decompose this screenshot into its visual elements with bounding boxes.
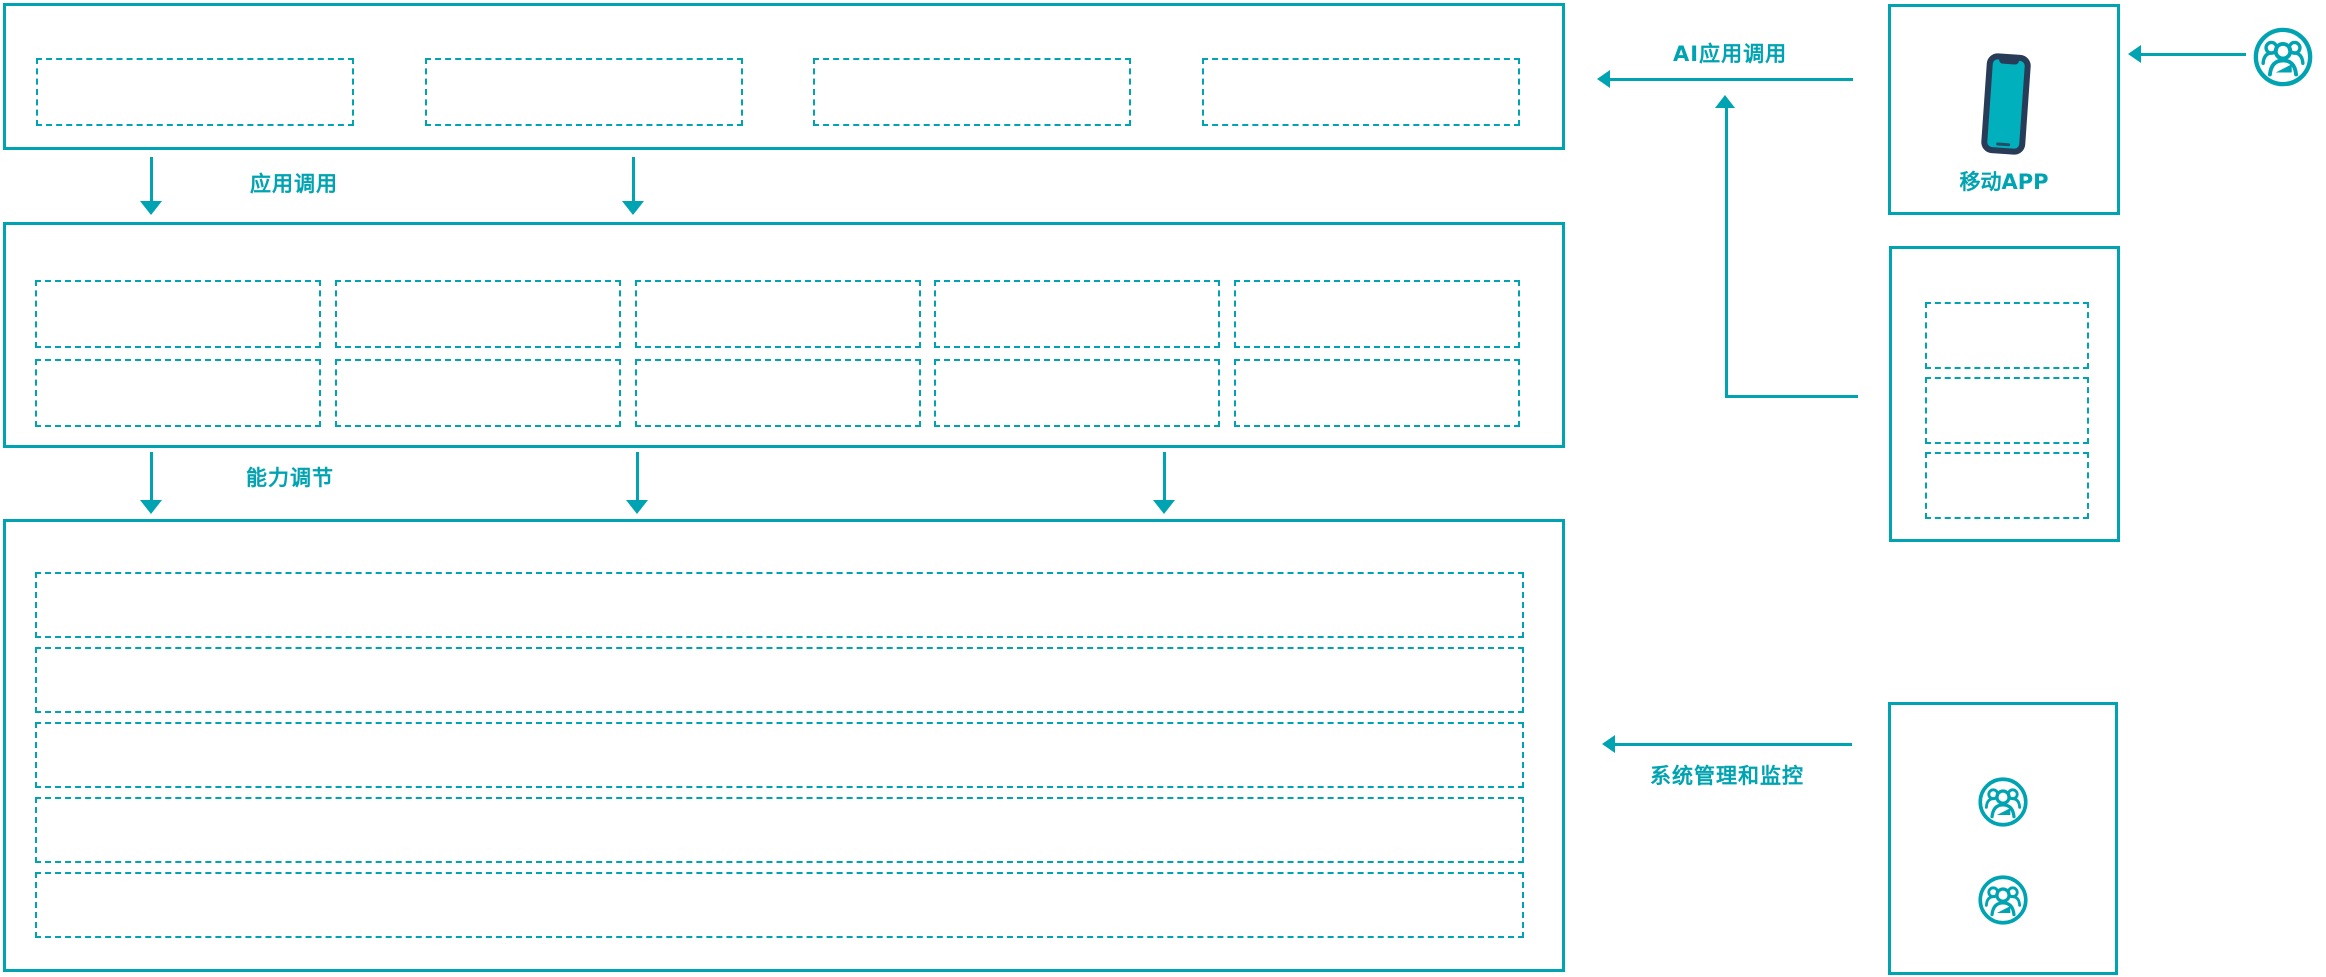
capability-arrow-line-3 <box>1163 452 1166 500</box>
platform-slot <box>1925 377 2089 444</box>
ai-app-call-arrowhead <box>1597 70 1610 88</box>
platform-connector-vertical <box>1725 107 1728 397</box>
app-call-arrowhead-1 <box>140 201 162 215</box>
top-layer-slot <box>424 58 743 126</box>
top-layer-slot <box>1202 58 1521 126</box>
middle-grid-slot <box>934 359 1221 427</box>
bottom-layer-row-slot <box>35 722 1524 788</box>
platform-slot <box>1925 452 2089 519</box>
bottom-layer-row-slot <box>35 572 1524 638</box>
ai-app-call-arrow-line <box>1610 78 1853 81</box>
platform-up-arrowhead <box>1715 95 1735 108</box>
bottom-layer-row-slot <box>35 797 1524 863</box>
platform-connector-horizontal <box>1725 395 1858 398</box>
capability-adjust-label: 能力调节 <box>246 466 334 490</box>
middle-grid-slot <box>634 280 921 348</box>
app-call-arrowhead-2 <box>622 201 644 215</box>
capability-arrowhead-2 <box>626 500 648 514</box>
user-to-app-arrow-line <box>2141 53 2246 56</box>
user-to-app-arrowhead <box>2128 45 2141 63</box>
capability-arrow-line-1 <box>150 452 153 500</box>
admin-panel <box>1888 702 2118 975</box>
app-call-arrow-line-1 <box>150 157 153 201</box>
middle-grid-slot <box>334 280 621 348</box>
middle-grid-slot <box>35 359 321 427</box>
system-monitor-arrow-line <box>1615 743 1852 746</box>
capability-arrow-line-2 <box>636 452 639 500</box>
user-group-icon <box>1977 874 2029 926</box>
bottom-layer-row-slot <box>35 647 1524 713</box>
middle-grid-slot <box>1234 280 1520 348</box>
bottom-layer-row-slot <box>35 872 1524 938</box>
system-monitor-arrowhead <box>1602 735 1615 753</box>
user-group-icon <box>2252 26 2314 88</box>
system-monitor-label: 系统管理和监控 <box>1650 764 1804 788</box>
mobile-app-label: 移动APP <box>1959 170 2049 194</box>
ai-app-call-label: AI应用调用 <box>1673 42 1788 66</box>
capability-arrowhead-1 <box>140 500 162 514</box>
capability-arrowhead-3 <box>1153 500 1175 514</box>
middle-grid-slot <box>1234 359 1520 427</box>
middle-grid-slot <box>934 280 1221 348</box>
middle-grid-slot <box>35 280 321 348</box>
top-layer-slot <box>36 58 354 126</box>
user-group-icon <box>1977 776 2029 828</box>
app-call-arrow-line-2 <box>632 157 635 201</box>
top-layer-slot <box>813 58 1132 126</box>
app-call-label: 应用调用 <box>250 172 338 196</box>
smartphone-icon <box>1972 48 2040 160</box>
platform-slot <box>1925 302 2089 369</box>
middle-grid-slot <box>334 359 621 427</box>
middle-grid-slot <box>634 359 921 427</box>
